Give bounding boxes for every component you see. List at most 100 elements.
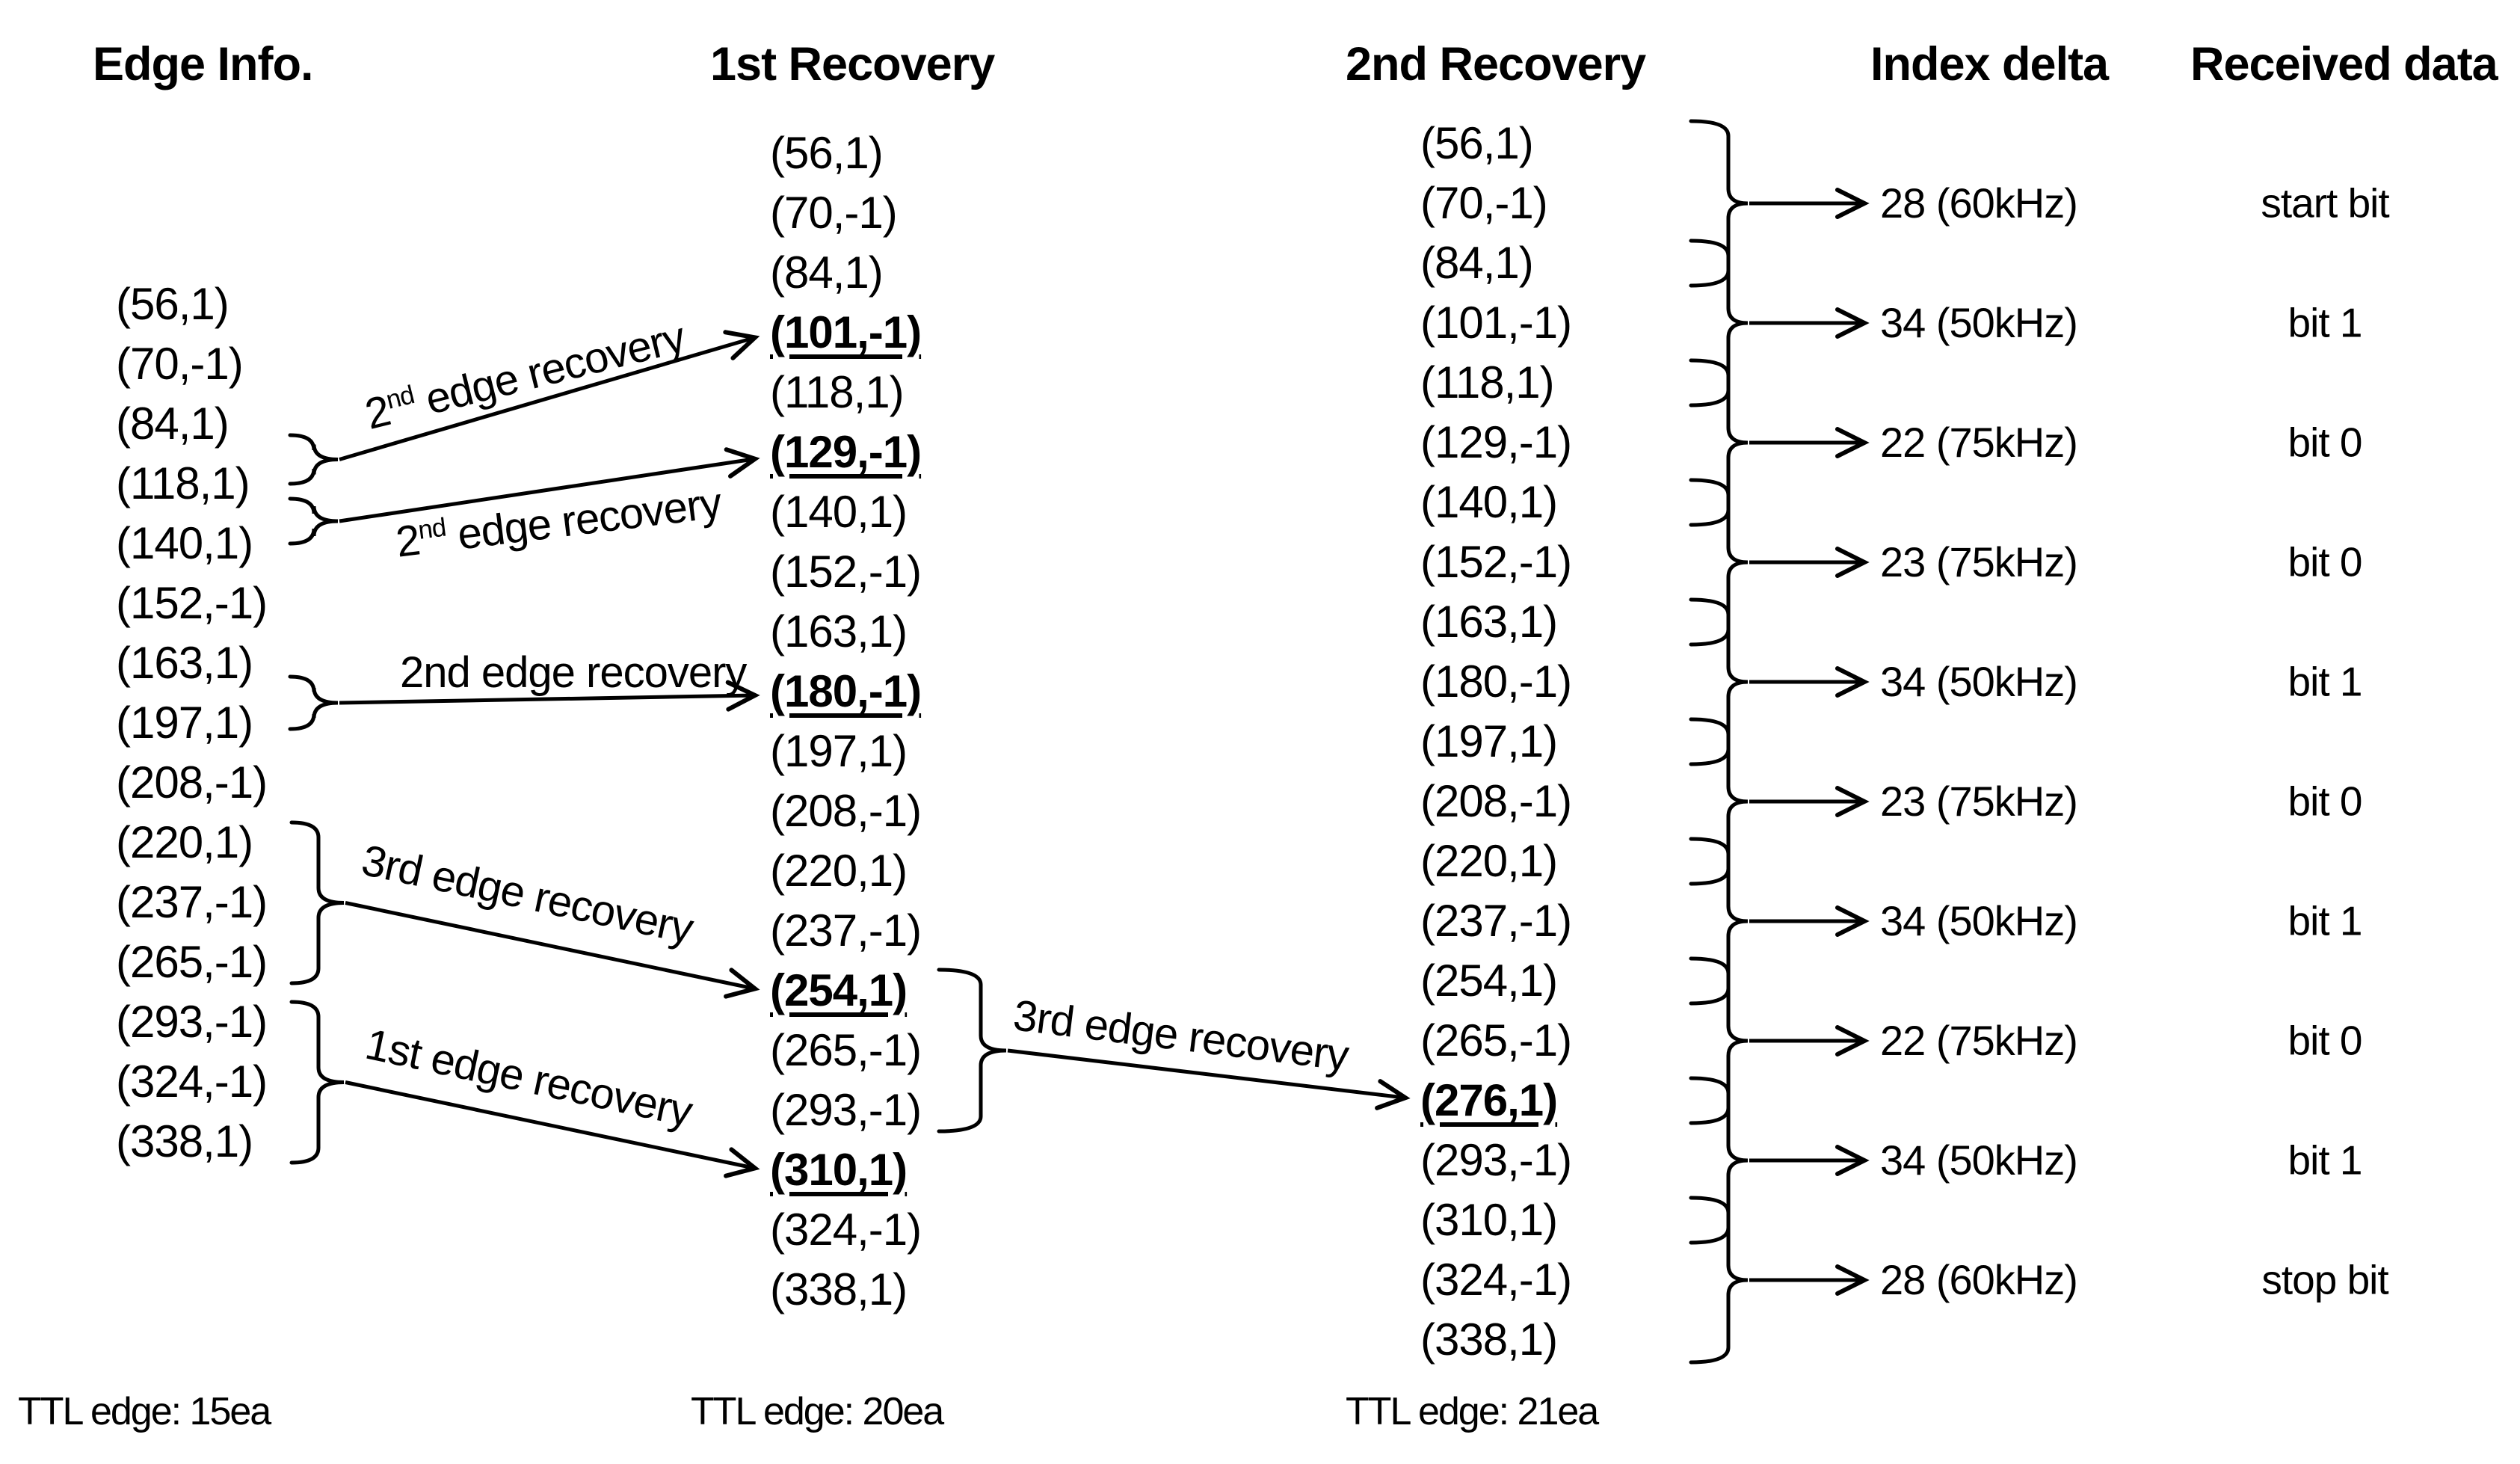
edge-info-row: (152,-1) — [116, 578, 268, 628]
index-delta-row: 28 (60kHz) — [1880, 179, 2078, 227]
group-brace — [1689, 358, 1749, 527]
group-brace — [1689, 597, 1749, 766]
recovery-arrow — [339, 680, 760, 712]
recovery-arrow — [1007, 1048, 1411, 1110]
received-data-row: bit 0 — [2288, 538, 2363, 585]
recovery-arrow-label: 2nd edge recovery — [400, 648, 747, 697]
group-brace — [1689, 956, 1749, 1125]
edge-info-row: (220,1) — [116, 817, 253, 867]
second-recovery-row: (254,1) — [1420, 956, 1558, 1006]
second-recovery-row: (208,-1) — [1420, 776, 1572, 826]
group-brace — [1689, 1196, 1749, 1365]
second-recovery-row: (310,1) — [1420, 1195, 1558, 1245]
group-brace — [288, 674, 339, 731]
second-recovery-row: (276,1) — [1420, 1075, 1558, 1125]
group-brace — [1689, 717, 1749, 886]
edge-info-row: (237,-1) — [116, 877, 268, 927]
group-brace — [289, 1000, 345, 1165]
first-recovery-row: (118,1) — [770, 367, 905, 417]
index-delta-row: 22 (75kHz) — [1880, 419, 2078, 466]
first-recovery-row: (70,-1) — [770, 188, 898, 238]
received-data-row: start bit — [2261, 179, 2389, 227]
header-edge-info: Edge Info. — [93, 38, 313, 90]
second-recovery-row: (84,1) — [1420, 238, 1534, 288]
recovery-arrow — [339, 330, 760, 461]
index-delta-row: 28 (60kHz) — [1880, 1256, 2078, 1303]
header-2nd-recovery: 2nd Recovery — [1346, 38, 1646, 90]
first-recovery-row: (265,-1) — [770, 1025, 922, 1075]
received-data-row: bit 0 — [2288, 1017, 2363, 1064]
edge-info-row: (70,-1) — [116, 339, 244, 389]
second-recovery-row: (118,1) — [1420, 357, 1555, 407]
first-recovery-row: (293,-1) — [770, 1085, 922, 1135]
index-delta-row: 23 (75kHz) — [1880, 538, 2078, 585]
second-recovery-row: (152,-1) — [1420, 537, 1572, 587]
first-recovery-row: (220,1) — [770, 846, 908, 896]
edge-info-row: (265,-1) — [116, 937, 268, 987]
index-delta-row: 34 (50kHz) — [1880, 299, 2078, 346]
first-recovery-row: (84,1) — [770, 247, 884, 298]
ttl-edge-count-2nd-recovery: TTL edge: 21ea — [1346, 1390, 1599, 1433]
recovery-arrow — [345, 901, 760, 999]
group-brace — [1689, 1076, 1749, 1245]
index-delta-row: 22 (75kHz) — [1880, 1017, 2078, 1064]
first-recovery-row: (152,-1) — [770, 547, 922, 597]
group-brace — [1689, 119, 1749, 288]
header-received-data: Received data — [2190, 38, 2498, 90]
first-recovery-row: (208,-1) — [770, 786, 922, 836]
second-recovery-row: (324,-1) — [1420, 1255, 1572, 1305]
edge-info-row: (324,-1) — [116, 1057, 268, 1107]
second-recovery-row: (237,-1) — [1420, 896, 1572, 946]
second-recovery-row: (70,-1) — [1420, 178, 1548, 228]
second-recovery-row: (180,-1) — [1420, 656, 1572, 707]
received-data-row: bit 1 — [2288, 658, 2363, 705]
second-recovery-row: (163,1) — [1420, 597, 1558, 647]
ttl-edge-count-edge-info: TTL edge: 15ea — [18, 1390, 271, 1433]
recovery-arrow — [345, 1080, 760, 1178]
second-recovery-row: (129,-1) — [1420, 417, 1572, 467]
first-recovery-row: (237,-1) — [770, 905, 922, 956]
header-1st-recovery: 1st Recovery — [710, 38, 995, 90]
received-data-row: bit 1 — [2288, 897, 2363, 944]
group-brace — [288, 496, 339, 546]
group-brace — [288, 433, 339, 486]
edge-info-row: (338,1) — [116, 1116, 253, 1166]
edge-info-row: (84,1) — [116, 399, 229, 449]
label-text: 2nd edge recovery — [400, 648, 747, 697]
index-delta-row: 23 (75kHz) — [1880, 778, 2078, 825]
second-recovery-row: (56,1) — [1420, 118, 1534, 168]
edge-info-row: (197,1) — [116, 698, 253, 748]
ttl-edge-count-1st-recovery: TTL edge: 20ea — [691, 1390, 944, 1433]
edge-info-row: (293,-1) — [116, 997, 268, 1047]
second-recovery-row: (101,-1) — [1420, 298, 1572, 348]
edge-info-row: (163,1) — [116, 638, 253, 688]
first-recovery-row: (324,-1) — [770, 1205, 922, 1255]
recovery-arrow — [339, 447, 760, 523]
group-brace — [1689, 239, 1749, 407]
second-recovery-row: (220,1) — [1420, 836, 1558, 886]
first-recovery-row: (310,1) — [770, 1145, 908, 1195]
first-recovery-row: (129,-1) — [770, 427, 922, 477]
second-recovery-row: (265,-1) — [1420, 1015, 1572, 1065]
received-data-row: bit 1 — [2288, 1137, 2363, 1184]
edge-info-row: (208,-1) — [116, 757, 268, 808]
second-recovery-row: (338,1) — [1420, 1314, 1558, 1365]
first-recovery-row: (140,1) — [770, 487, 908, 537]
header-index-delta: Index delta — [1870, 38, 2109, 90]
first-recovery-row: (338,1) — [770, 1264, 908, 1314]
received-data-row: bit 0 — [2288, 778, 2363, 825]
edge-info-row: (118,1) — [116, 458, 250, 508]
second-recovery-row: (293,-1) — [1420, 1135, 1572, 1185]
received-data-row: bit 1 — [2288, 299, 2363, 346]
second-recovery-row: (197,1) — [1420, 716, 1558, 766]
index-delta-row: 34 (50kHz) — [1880, 1137, 2078, 1184]
index-delta-row: 34 (50kHz) — [1880, 658, 2078, 705]
first-recovery-row: (180,-1) — [770, 666, 922, 716]
first-recovery-row: (254,1) — [770, 965, 908, 1015]
label-superscript: nd — [416, 512, 448, 545]
group-brace — [1689, 478, 1749, 647]
first-recovery-row: (163,1) — [770, 606, 908, 656]
group-brace — [1689, 837, 1749, 1006]
second-recovery-row: (140,1) — [1420, 477, 1558, 527]
